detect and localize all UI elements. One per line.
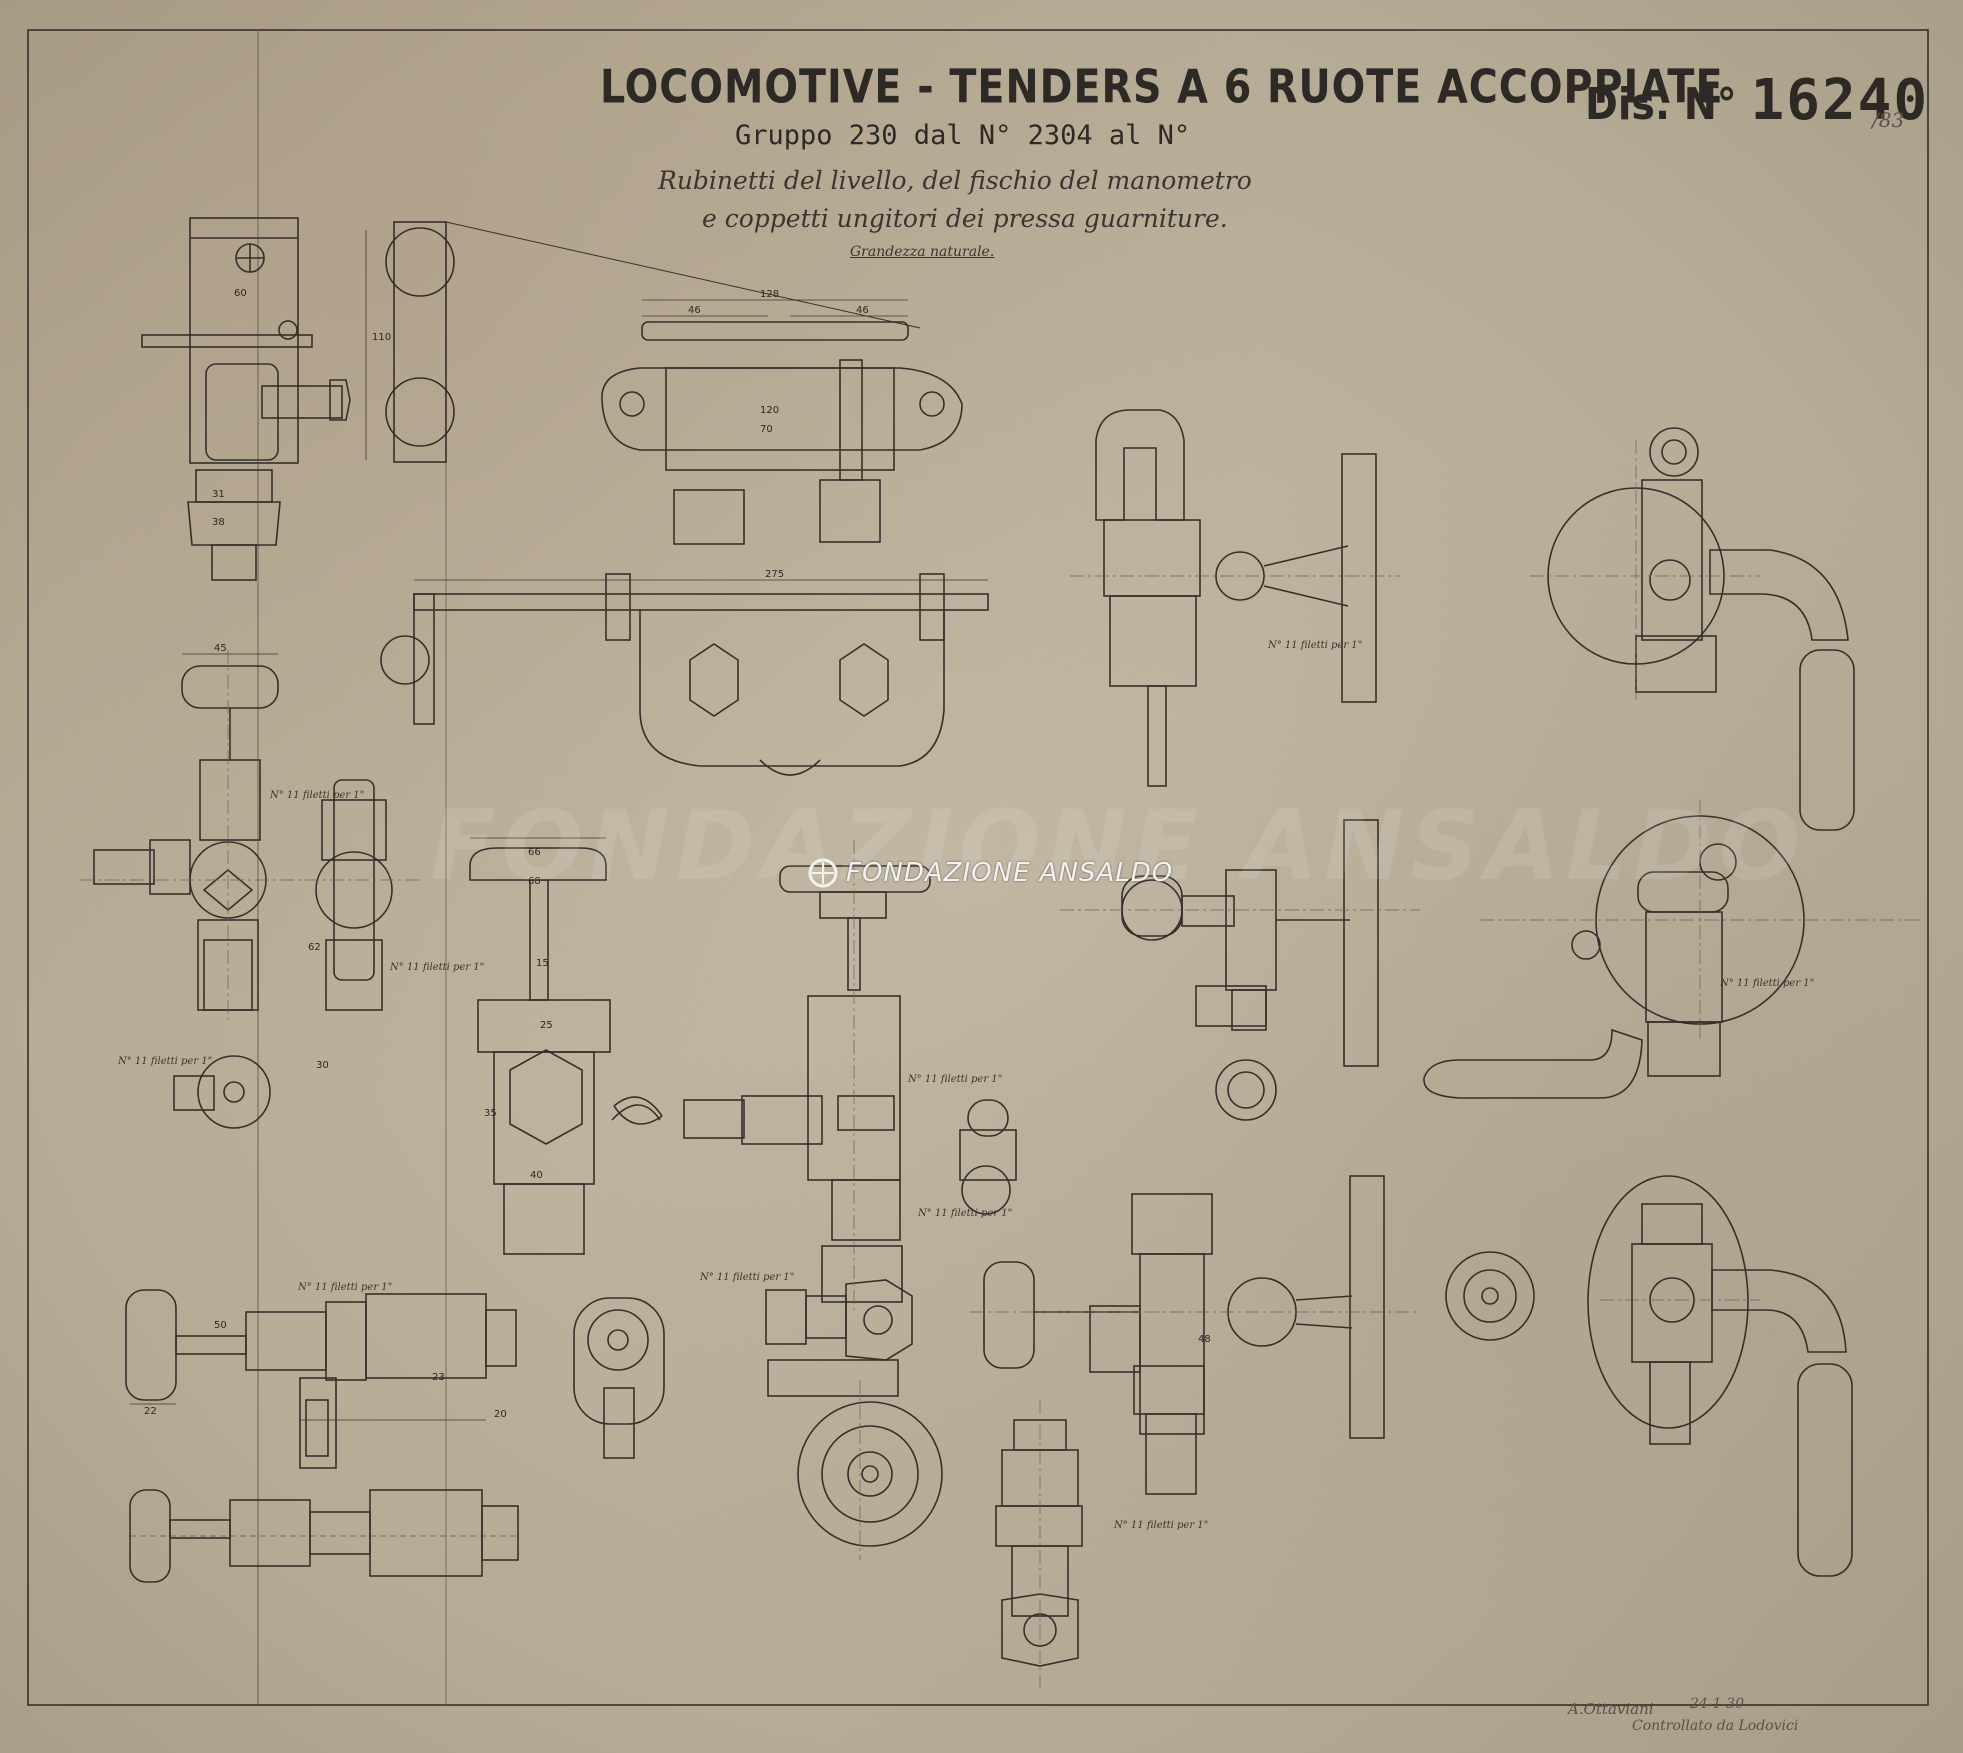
level-cock-horizontal-middle <box>1121 819 1379 1121</box>
dim-d16: 15 <box>536 958 549 969</box>
annotation-thread: N° 11 filetti per 1" <box>908 1074 1003 1085</box>
level-valve-side <box>573 1297 665 1459</box>
level-cock-left <box>93 665 279 1011</box>
dim-d10: 25 <box>540 1020 553 1031</box>
drawing-description-line-1: Rubinetti del livello, del fischio del m… <box>658 166 1252 195</box>
bracket-end-view <box>385 221 921 463</box>
checked-signature: Controllato da Lodovici <box>1632 1718 1799 1734</box>
dim-d18: 23 <box>432 1372 445 1383</box>
dim-d1: 120 <box>760 405 779 416</box>
small-flange-middle <box>1445 1251 1535 1341</box>
annotation-thread: N° 11 filetti per 1" <box>1720 978 1815 989</box>
dim-d5: 110 <box>372 332 391 343</box>
cover-block-top <box>601 321 963 545</box>
dim-d19: 62 <box>308 942 321 953</box>
drawing-number-prefix: Dis. N° <box>1585 79 1737 130</box>
annotation-thread: N° 11 filetti per 1" <box>270 790 365 801</box>
watermark-text: FONDAZIONE ANSALDO <box>846 858 1174 888</box>
dim-d14: 50 <box>214 1320 227 1331</box>
dim-bracket-right: 46 <box>856 305 869 316</box>
scale-note: Grandezza naturale. <box>850 244 995 260</box>
coupling-hex-horizontal <box>765 1279 913 1397</box>
bracket-side-view <box>141 217 351 581</box>
dim-d20: 60 <box>234 288 247 299</box>
dim-d17: 48 <box>1198 1334 1211 1345</box>
drafter-signature: A.Ottaviani <box>1568 1700 1654 1718</box>
oval-cock-bottom-right <box>1587 1175 1853 1577</box>
manometer-cock-right <box>1547 427 1855 831</box>
round-flange-bottom <box>797 1401 943 1547</box>
outer-border <box>27 29 1929 1706</box>
annotation-thread: N° 11 filetti per 1" <box>390 962 485 973</box>
ansaldo-logo-icon <box>808 858 838 888</box>
drawing-number-label: Dis. N° 16240 <box>1585 68 1929 133</box>
manometer-cock-lower <box>1423 815 1805 1099</box>
annotation-thread: N° 11 filetti per 1" <box>1114 1520 1209 1531</box>
annotation-thread: N° 11 filetti per 1" <box>1268 640 1363 651</box>
dim-d2: 70 <box>760 424 773 435</box>
signature-date: 24-1-30 <box>1690 1696 1744 1712</box>
dim-d15: 22 <box>144 1406 157 1417</box>
drawing-group-line: Gruppo 230 dal N° 2304 al N° <box>735 120 1191 151</box>
drawing-title: LOCOMOTIVE - TENDERS A 6 RUOTE ACCOPPIAT… <box>600 60 1724 115</box>
whistle-cock-lower <box>983 1175 1385 1495</box>
dim-d6: 45 <box>214 643 227 654</box>
level-cock-section <box>315 779 393 1011</box>
dim-d4: 31 <box>212 489 225 500</box>
dim-d9: 40 <box>530 1170 543 1181</box>
annotation-thread: N° 11 filetti per 1" <box>700 1272 795 1283</box>
dim-bracket-left: 46 <box>688 305 701 316</box>
dim-d3: 38 <box>212 517 225 528</box>
lubricator-cup <box>995 1419 1083 1667</box>
dim-d8: 66 <box>528 847 541 858</box>
central-tap <box>613 865 1017 1303</box>
annotation-thread: N° 11 filetti per 1" <box>118 1056 213 1067</box>
annotation-thread: N° 11 filetti per 1" <box>918 1208 1013 1219</box>
whistle-cock <box>1095 409 1377 787</box>
long-support-bar <box>380 573 989 776</box>
annotation-thread: N° 11 filetti per 1" <box>298 1282 393 1293</box>
drawing-number: 16240 <box>1750 68 1930 133</box>
drawing-description-line-2: e coppetti ungitori dei pressa guarnitur… <box>702 204 1228 233</box>
dim-bracket-total: 128 <box>760 289 779 300</box>
dim-d12: 30 <box>316 1060 329 1071</box>
dim-d13: 20 <box>494 1409 507 1420</box>
large-hex-valve <box>469 847 661 1255</box>
dim-d11: 35 <box>484 1108 497 1119</box>
small-coupling <box>173 1055 271 1129</box>
lower-left-valve <box>129 1489 520 1583</box>
level-valve-horizontal <box>125 1289 517 1469</box>
dim-bar-length: 275 <box>765 569 784 580</box>
drawing-number-suffix: /83 <box>1872 108 1905 132</box>
dim-d7: 68 <box>528 876 541 887</box>
watermark-ghost-text: FONDAZIONE ANSALDO <box>430 790 1807 902</box>
